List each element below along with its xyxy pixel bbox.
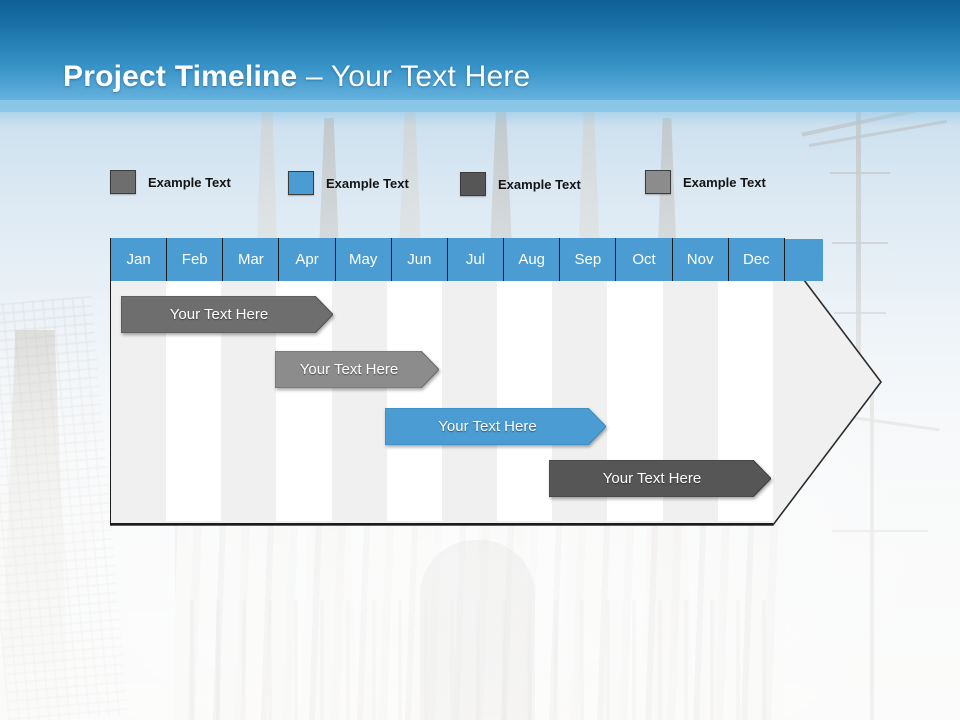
task-bar-arrow-icon (549, 460, 771, 497)
page-title: Project Timeline – Your Text Here (63, 60, 530, 94)
task-bar-2[interactable]: Your Text Here (275, 351, 439, 388)
task-bar-label: Your Text Here (169, 306, 269, 323)
grid-column-may (331, 281, 387, 521)
task-bar-1[interactable]: Your Text Here (121, 296, 333, 333)
month-cell-dec[interactable]: Dec (728, 238, 785, 281)
task-bar-layer: Your Text Here Your Text Here Your Text … (110, 238, 882, 526)
page-title-bold: Project Timeline (63, 60, 298, 93)
header-fade (0, 100, 960, 126)
legend-item-1[interactable]: Example Text (110, 170, 231, 194)
task-bar-label: Your Text Here (602, 470, 702, 487)
month-cell-aug[interactable]: Aug (504, 238, 561, 281)
task-bar-arrow-icon (121, 296, 333, 333)
legend-item-label: Example Text (683, 174, 766, 190)
grid-column-aug (497, 281, 553, 521)
legend-swatch-icon (460, 172, 486, 196)
header-band (0, 0, 960, 112)
legend-item-label: Example Text (148, 174, 231, 190)
month-cell-nov[interactable]: Nov (672, 238, 729, 281)
month-header-row: Jan Feb Mar Apr May Jun Jul Aug Sep Oct … (110, 238, 785, 281)
legend: Example Text Example Text Example Text E… (110, 168, 850, 196)
task-bar-arrow-icon (385, 408, 606, 445)
legend-item-4[interactable]: Example Text (645, 170, 766, 194)
task-bar-label: Your Text Here (438, 418, 537, 435)
task-bar-4[interactable]: Your Text Here (549, 460, 771, 497)
legend-swatch-icon (110, 170, 136, 194)
month-cell-mar[interactable]: Mar (223, 238, 280, 281)
month-cell-sep[interactable]: Sep (560, 238, 617, 281)
legend-item-2[interactable]: Example Text (288, 171, 409, 195)
task-bar-label: Your Text Here (299, 361, 399, 378)
legend-item-3[interactable]: Example Text (460, 172, 581, 196)
task-bar-3[interactable]: Your Text Here (385, 408, 606, 445)
month-cell-jul[interactable]: Jul (447, 238, 505, 281)
month-cell-feb[interactable]: Feb (167, 238, 224, 281)
page-title-light: – Your Text Here (297, 60, 531, 93)
legend-item-label: Example Text (498, 176, 581, 192)
month-cell-apr[interactable]: Apr (279, 238, 336, 281)
month-cell-may[interactable]: May (335, 238, 392, 281)
month-cell-jun[interactable]: Jun (391, 238, 448, 281)
month-cell-jan[interactable]: Jan (110, 238, 168, 281)
legend-swatch-icon (645, 170, 671, 194)
legend-item-label: Example Text (326, 175, 409, 191)
grid-column-jul (441, 281, 498, 521)
month-cell-oct[interactable]: Oct (616, 238, 673, 281)
grid-column-jun (386, 281, 442, 521)
legend-swatch-icon (288, 171, 314, 195)
task-bar-arrow-icon (275, 351, 439, 388)
